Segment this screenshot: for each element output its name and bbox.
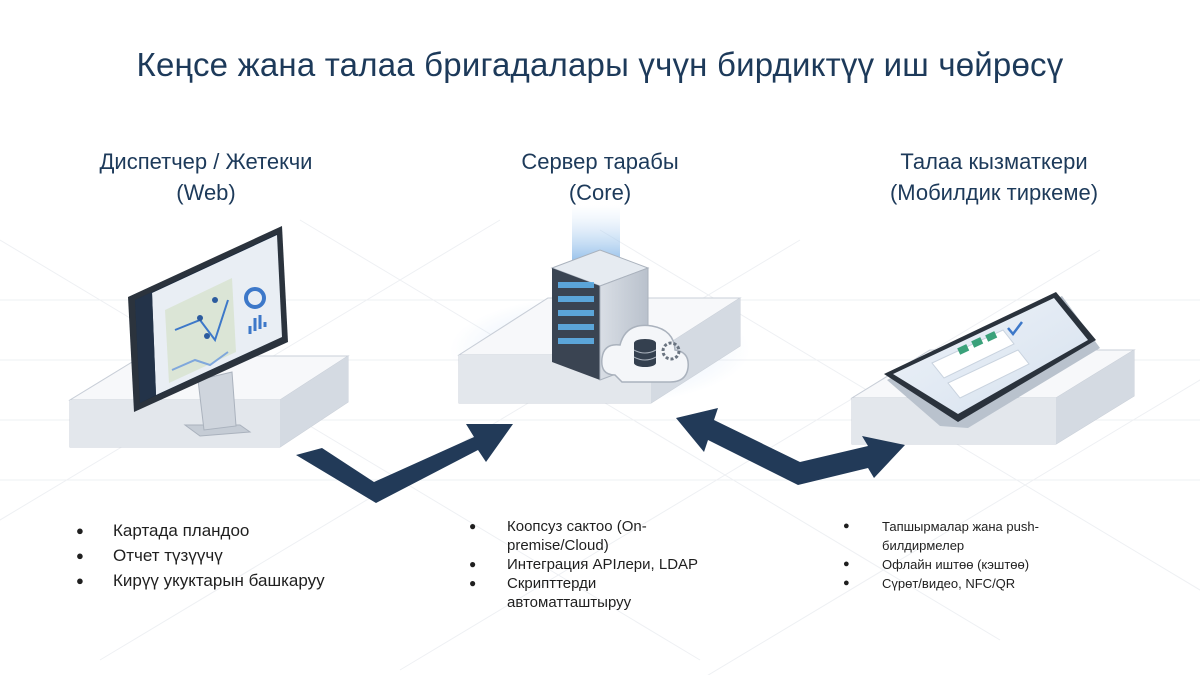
smartphone-icon — [850, 292, 1136, 445]
list-item: Скрипттерди автоматташтыруу — [469, 574, 709, 612]
desktop-monitor-icon — [68, 226, 350, 448]
column-heading-mobile-line1: Талаа кызматкери — [900, 149, 1088, 174]
core-feature-list: Коопсуз сактоо (On-premise/Cloud) Интегр… — [469, 517, 709, 612]
list-item: Сүрөт/видео, NFC/QR — [843, 574, 1093, 593]
list-item: Интеграция APIлери, LDAP — [469, 555, 709, 574]
column-heading-core-line1: Сервер тарабы — [521, 149, 679, 174]
list-item: Кирүү укуктарын башкаруу — [76, 568, 396, 593]
server-rack-icon — [450, 205, 750, 405]
web-feature-list: Картада пландоо Отчет түзүүчү Кирүү укук… — [76, 518, 396, 593]
column-heading-web-line1: Диспетчер / Жетекчи — [99, 149, 313, 174]
page-title: Кеңсе жана талаа бригадалары үчүн бирдик… — [136, 46, 1064, 83]
flow-arrow-web-to-core — [296, 424, 513, 503]
list-item: Картада пландоо — [76, 518, 396, 543]
flow-arrow-core-mobile — [676, 408, 905, 485]
list-item: Тапшырмалар жана push-билдирмелер — [843, 517, 1093, 555]
column-heading-mobile: Талаа кызматкери (Мобилдик тиркеме) — [844, 146, 1144, 208]
list-item: Отчет түзүүчү — [76, 543, 396, 568]
list-item: Коопсуз сактоо (On-premise/Cloud) — [469, 517, 709, 555]
column-heading-core: Сервер тарабы (Core) — [450, 146, 750, 208]
column-heading-web-line2: (Web) — [176, 180, 236, 205]
column-heading-core-line2: (Core) — [568, 180, 632, 205]
column-heading-mobile-line2: (Мобилдик тиркеме) — [889, 180, 1099, 205]
column-heading-web: Диспетчер / Жетекчи (Web) — [56, 146, 356, 208]
mobile-feature-list: Тапшырмалар жана push-билдирмелер Офлайн… — [843, 517, 1093, 593]
list-item: Офлайн иштөө (кэштөө) — [843, 555, 1093, 574]
